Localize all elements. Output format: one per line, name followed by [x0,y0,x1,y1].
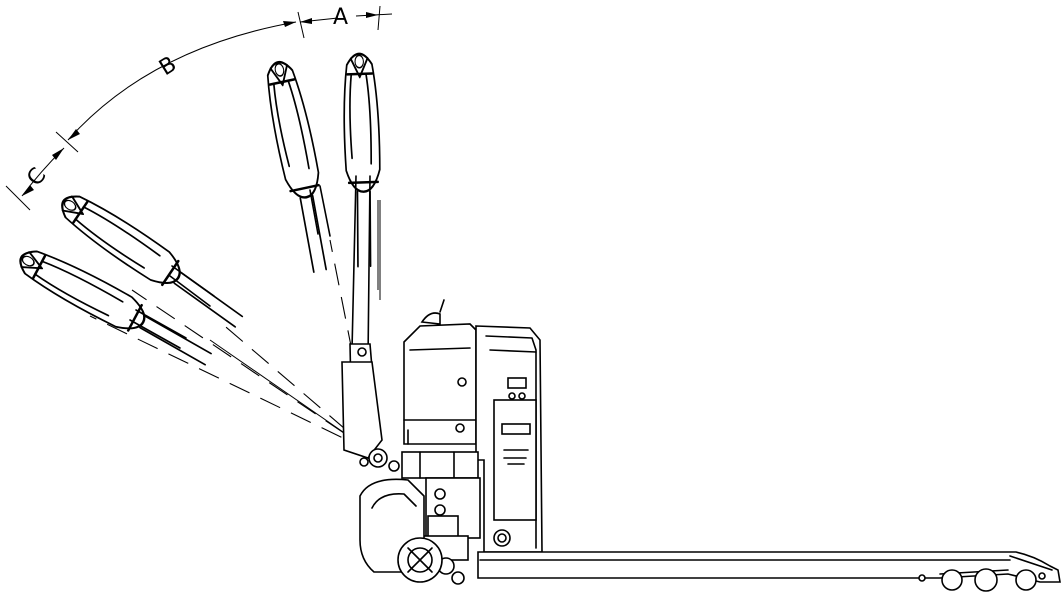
dimension-c: C [5,147,65,211]
handle-position-b [52,185,251,336]
load-roller [1015,569,1037,591]
handle-swing-centerlines [89,239,373,453]
handle-position-a [259,57,341,275]
dimension-label-a: A [333,5,348,30]
handle-position-c [12,240,219,374]
fork [477,551,1061,583]
load-roller [974,568,998,592]
dimension-label-b: B [155,52,181,81]
load-roller [941,569,963,591]
truck-body [341,299,1061,592]
dimension-a: A [297,5,393,39]
dimension-b: B [55,21,297,153]
handle-upright [340,51,385,361]
dimension-label-c: C [22,163,51,191]
